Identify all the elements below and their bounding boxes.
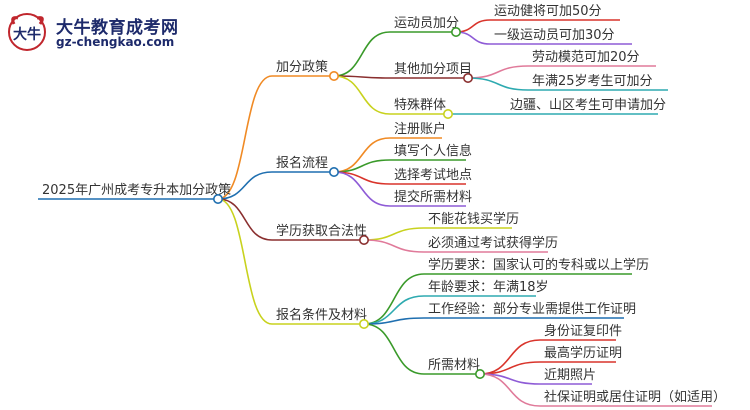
bull-logo-icon: 大牛 <box>8 13 46 51</box>
branch-topic-0[interactable]: 加分政策 <box>276 59 328 75</box>
branch-topic-2[interactable]: 学历获取合法性 <box>276 223 367 239</box>
branch-topic-1[interactable]: 报名流程 <box>276 155 328 171</box>
edge-2-0 <box>363 227 425 241</box>
edge-3-3 <box>363 323 425 375</box>
leaf-0-0-0[interactable]: 运动健将可加50分 <box>494 4 602 19</box>
edge-3-3-0 <box>479 339 541 375</box>
mindmap-edges <box>38 19 712 407</box>
edge-0-1-0 <box>467 65 529 79</box>
subtopic-3-2[interactable]: 工作经验：部分专业需提供工作证明 <box>428 301 636 317</box>
subtopic-1-1[interactable]: 填写个人信息 <box>394 143 472 159</box>
edge-1-3 <box>333 171 391 207</box>
edge-3-3-3 <box>479 373 541 407</box>
node-branch-2[interactable] <box>358 235 369 246</box>
subtopic-1-0[interactable]: 注册账户 <box>394 121 446 137</box>
edge-0-1-1 <box>467 77 529 91</box>
leaf-3-3-3[interactable]: 社保证明或居住证明（如适用） <box>544 389 726 405</box>
leaf-0-1-1[interactable]: 年满25岁考生可加分 <box>532 74 653 89</box>
root-topic[interactable]: 2025年广州成考专升本加分政策 <box>42 182 231 198</box>
edge-branch-2 <box>217 198 273 241</box>
edge-2-1 <box>363 239 425 253</box>
edge-3-0 <box>363 273 425 325</box>
node-0-0[interactable] <box>450 26 461 37</box>
branch-topic-3[interactable]: 报名条件及材料 <box>276 307 367 323</box>
leaf-3-3-0[interactable]: 身份证复印件 <box>544 323 622 339</box>
subtopic-3-3[interactable]: 所需材料 <box>428 358 480 373</box>
mindmap-labels: 2025年广州成考专升本加分政策 加分政策 运动员加分 运动健将可加50分一级运动员可… <box>42 4 726 405</box>
mindmap-nodes <box>213 26 485 379</box>
leaf-0-0-1[interactable]: 一级运动员可加30分 <box>494 28 615 43</box>
node-root[interactable] <box>213 194 224 205</box>
subtopic-1-2[interactable]: 选择考试地点 <box>394 168 472 183</box>
node-3-3[interactable] <box>474 368 485 379</box>
subtopic-0-1[interactable]: 其他加分项目 <box>394 62 472 77</box>
edge-0-0-0 <box>455 19 491 33</box>
node-branch-3[interactable] <box>358 318 369 329</box>
edge-branch-0 <box>217 75 273 200</box>
logo-mark-text: 大牛 <box>13 26 41 43</box>
node-0-1[interactable] <box>462 73 473 84</box>
site-title: 大牛教育成考网 <box>56 18 179 38</box>
edge-branch-1 <box>217 171 273 200</box>
edge-0-0 <box>333 31 391 77</box>
edge-3-2 <box>363 317 425 325</box>
subtopic-1-3[interactable]: 提交所需材料 <box>394 189 472 205</box>
leaf-0-2-0[interactable]: 边疆、山区考生可申请加分 <box>510 98 666 113</box>
subtopic-0-0[interactable]: 运动员加分 <box>394 16 459 31</box>
node-branch-0[interactable] <box>328 71 339 82</box>
node-branch-1[interactable] <box>328 167 339 178</box>
subtopic-3-0[interactable]: 学历要求：国家认可的专科或以上学历 <box>428 257 649 273</box>
subtopic-0-2[interactable]: 特殊群体 <box>394 98 446 113</box>
node-0-2[interactable] <box>442 109 453 120</box>
leaf-3-3-1[interactable]: 最高学历证明 <box>544 345 622 361</box>
site-logo[interactable]: 大牛 大牛教育成考网 gz-chengkao.com <box>6 10 246 54</box>
subtopic-2-0[interactable]: 不能花钱买学历 <box>428 211 519 227</box>
subtopic-2-1[interactable]: 必须通过考试获得学历 <box>428 235 558 251</box>
site-url: gz-chengkao.com <box>56 35 175 49</box>
subtopic-3-1[interactable]: 年龄要求：年满18岁 <box>428 280 549 295</box>
leaf-0-1-0[interactable]: 劳动模范可加20分 <box>532 49 640 65</box>
edge-branch-3 <box>217 198 273 325</box>
edge-0-0-1 <box>455 31 491 45</box>
edge-0-1 <box>333 75 391 79</box>
leaf-3-3-2[interactable]: 近期照片 <box>544 368 596 383</box>
edge-1-0 <box>333 137 391 173</box>
edge-0-2 <box>333 75 391 115</box>
